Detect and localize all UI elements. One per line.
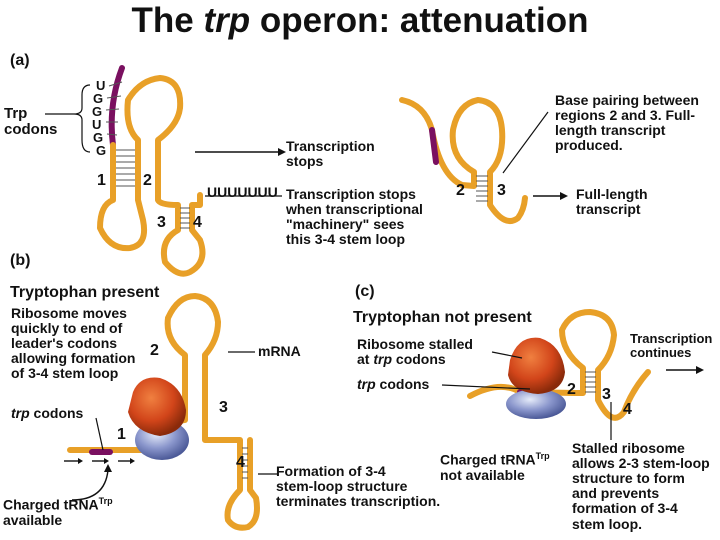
rna-strand-right (399, 97, 528, 224)
trp-codons-label-c: trp codons (357, 376, 430, 392)
panel-a-full-length-structure (399, 97, 568, 224)
rna-strand-a (97, 75, 206, 277)
panel-b-region-4: 4 (236, 454, 245, 471)
panel-c-region-2: 2 (567, 381, 576, 398)
ribosome-small-subunit-c (506, 389, 566, 419)
transcription-stops-label: Transcription stops (286, 138, 375, 170)
page-title: The trp operon: attenuation (131, 1, 589, 40)
arrow-transcription-stops (195, 148, 286, 156)
base-pairing-leader-line (502, 111, 549, 174)
panel-b-region-2: 2 (150, 342, 159, 359)
panel-c-label: (c) (355, 283, 375, 300)
panel-b-region-3: 3 (219, 399, 228, 416)
nucleotide-6: G (96, 143, 107, 158)
nucleotide-2: G (93, 91, 104, 106)
formation-note: Formation of 3-4 stem-loop structure ter… (276, 463, 441, 510)
trp-codons-brace (73, 84, 91, 153)
rna-strand-b (67, 293, 260, 531)
transcription-continues-label: Transcription continues (630, 331, 713, 361)
panel-b-label: (b) (10, 252, 31, 269)
base-pairing-note: Base pairing between regions 2 and 3. Fu… (555, 92, 699, 154)
nucleotide-1: U (96, 78, 106, 93)
stem-1-2-rungs (116, 149, 135, 187)
region-label-1: 1 (97, 172, 106, 189)
direction-arrows-b (64, 458, 135, 464)
arrow-transcription-continues (666, 366, 704, 374)
charged-trna-available: Charged tRNATrp available (3, 496, 113, 528)
trp-codons-label-b: trp codons (11, 405, 84, 421)
charged-trna-not-available: Charged tRNATrp not available (440, 451, 550, 483)
mrna-label: mRNA (258, 343, 301, 359)
right-region-label-3: 3 (497, 182, 506, 199)
panel-a-label: (a) (10, 52, 30, 69)
nucleotide-5: G (93, 130, 104, 145)
trna-curved-arrow (71, 469, 109, 501)
stem-3-4-rungs (180, 207, 190, 229)
region-label-3: 3 (157, 214, 166, 231)
uuu-sequence: UUUUUUU (207, 184, 278, 200)
trp-codon-segment (108, 65, 125, 148)
ribosome-stalled-note: Ribosome stalled at trp codons (357, 336, 473, 368)
region-label-2: 2 (143, 172, 152, 189)
rna-strand-c (467, 309, 651, 421)
panel-c-heading: Tryptophan not present (353, 309, 532, 326)
trp-codons-label: Trp codons (4, 105, 58, 139)
panel-c-region-3: 3 (602, 386, 611, 403)
region-label-4: 4 (193, 214, 202, 231)
arrow-full-length (533, 192, 568, 200)
trp-codon-hairlines (105, 81, 123, 136)
nucleotide-4: U (92, 117, 102, 132)
ribosome-stalled-leader (491, 351, 523, 359)
panel-b-heading: Tryptophan present (10, 284, 160, 301)
trp-codons-leader-b (95, 417, 104, 451)
stem-2-3-rungs (476, 175, 488, 202)
full-length-transcript-label: Full-length transcript (576, 186, 648, 218)
stem-3-4-rungs-b (242, 447, 248, 479)
stalled-ribosome-note: Stalled ribosome allows 2-3 stem-loop st… (572, 440, 710, 532)
ribosome-large-subunit (128, 377, 186, 436)
right-region-label-2: 2 (456, 182, 465, 199)
ribosome-large-subunit-c (508, 337, 565, 394)
trp-codons-leader-c (441, 384, 531, 390)
nucleotide-3: G (92, 104, 103, 119)
panel-c-region-4: 4 (623, 401, 632, 418)
ribosome-moves-note: Ribosome moves quickly to end of leader'… (11, 305, 136, 382)
panel-a-attenuator-structure (45, 65, 206, 277)
panel-b-region-1: 1 (117, 426, 126, 443)
panel-c-structure (441, 309, 704, 440)
trp-codon-segment-right (429, 127, 439, 165)
panel-b-structure (64, 293, 278, 531)
stem-2-3-rungs-c (585, 371, 596, 393)
stops-explanation: Transcription stops when transcriptional… (286, 186, 423, 248)
